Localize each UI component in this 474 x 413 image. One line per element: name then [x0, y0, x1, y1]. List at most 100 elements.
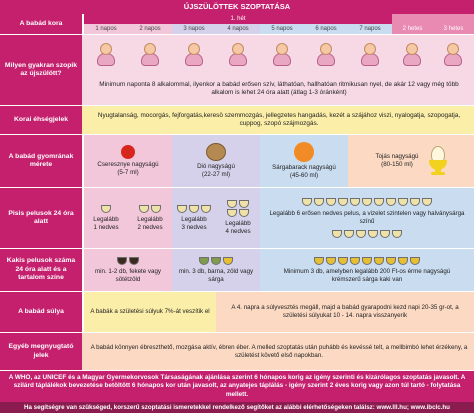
cherry-icon: [121, 145, 135, 160]
wet-count: 3 nedves: [181, 223, 207, 231]
wet-diaper-icon: [239, 208, 249, 217]
wet-diaper-icon: [139, 204, 149, 213]
wet-count-prefix: Legalább: [137, 215, 163, 223]
wet-diapers-label: Pisis pelusok 24 óra alatt: [0, 188, 82, 248]
apricot-icon: [294, 142, 314, 163]
page-title: ÚJSZÜLÖTTEK SZOPTATÁSA: [0, 0, 474, 14]
wet-diaper-icon: [356, 229, 366, 238]
stomach-size-name: Sárgabarack nagyságú: [272, 164, 336, 172]
wet-later-text: Legalább 6 erősen nedves pelus, a vizele…: [269, 210, 465, 225]
wet-count: 4 nedves: [225, 227, 251, 235]
wet-diaper-icon: [344, 229, 354, 238]
help-contacts: Ha segítségre van szükséged, korszerű sz…: [0, 402, 474, 413]
wet-count-prefix: Legalább: [93, 215, 119, 223]
dark-stool-diaper-icon: [117, 256, 127, 265]
yellow-stool-diaper-icon: [350, 256, 360, 265]
wet-diaper-icon: [410, 197, 420, 206]
stomach-volume: (5-7 ml): [117, 169, 139, 176]
wet-count-prefix: Legalább: [225, 220, 251, 228]
yellow-stool-diaper-icon: [326, 256, 336, 265]
dirty-day3-4: min. 3 db, barna, zöld vagy sárga: [172, 249, 260, 291]
wet-count: 2 nedves: [137, 223, 163, 231]
wet-diaper-icon: [101, 204, 111, 213]
wet-diaper-icon: [362, 197, 372, 206]
green-stool-diaper-icon: [211, 256, 221, 265]
nursing-baby-icon: [184, 43, 204, 67]
feeding-frequency-row: Milyen gyakran szopik az újszülött? Mini…: [0, 35, 474, 105]
egg-cup-icon: [428, 146, 447, 176]
wet-count-prefix: Legalább: [181, 215, 207, 223]
nursing-baby-icon: [402, 43, 422, 67]
wet-day3: Legalább 3 nedves: [172, 188, 216, 248]
nursing-baby-icon: [96, 43, 116, 67]
wet-diaper-icon: [227, 208, 237, 217]
stomach-size-name: Dió nagyságú: [197, 163, 235, 171]
yellow-stool-diaper-icon: [338, 256, 348, 265]
hunger-cues-text: Nyugtalanság, mocorgás, fejforgatás,kere…: [97, 112, 461, 127]
wet-diapers-row: Pisis pelusok 24 óra alatt Legalább 1 ne…: [0, 188, 474, 248]
wet-diaper-icon: [177, 204, 187, 213]
wet-diaper-icon: [189, 204, 199, 213]
day-3: 3 napos: [172, 24, 216, 34]
wet-diaper-icon: [227, 200, 237, 209]
dirty-diapers-row: Kakis pelusok száma 24 óra alatt és a ta…: [0, 249, 474, 291]
yellow-stool-diaper-icon: [386, 256, 396, 265]
yellow-stool-diaper-icon: [398, 256, 408, 265]
hunger-cues-label: Korai éhségjelek: [0, 106, 82, 134]
wet-diaper-icon: [422, 197, 432, 206]
wet-diaper-icon: [332, 229, 342, 238]
dirty-later-text: Minimum 3 db, amelyben legalább 200 Ft-o…: [283, 267, 451, 283]
age-header-row: A babád kora 1. hét 1 napos 2 napos 3 na…: [0, 14, 474, 34]
stomach-day3-4: Dió nagyságú (22-27 ml): [172, 135, 260, 187]
reassuring-signs-label: Egyéb megnyugtató jelek: [0, 333, 82, 370]
stomach-volume: (80-150 ml): [381, 161, 413, 168]
walnut-icon: [206, 143, 226, 162]
nursing-baby-icon: [228, 43, 248, 67]
yellow-stool-diaper-icon: [374, 256, 384, 265]
dark-stool-diaper-icon: [129, 256, 139, 265]
weight-later: A 4. napra a súlyvesztés megáll, majd a …: [216, 292, 474, 332]
weight-early: A babák a születési súlyuk 7%-át veszíti…: [84, 292, 216, 332]
nursing-baby-icon: [316, 43, 336, 67]
wet-day1: Legalább 1 nedves: [84, 188, 128, 248]
yellow-stool-diaper-icon: [410, 256, 420, 265]
yellow-stool-diaper-icon: [223, 256, 233, 265]
wet-diaper-icon: [326, 197, 336, 206]
weight-label: A babád súlya: [0, 292, 82, 332]
nursing-baby-icon: [443, 43, 463, 67]
stomach-size-row: A babád gyomrának mérete Cseresznye nagy…: [0, 135, 474, 187]
wet-diaper-icon: [239, 200, 249, 209]
day-1: 1 napos: [84, 24, 128, 34]
stomach-week2-3: Tojás nagyságú (80-150 ml): [348, 135, 474, 187]
dirty-diapers-label: Kakis pelusok száma 24 óra alatt és a ta…: [0, 249, 82, 291]
yellow-stool-diaper-icon: [314, 256, 324, 265]
stomach-day1-2: Cseresznye nagyságú (5-7 ml): [84, 135, 172, 187]
green-stool-diaper-icon: [199, 256, 209, 265]
wet-day2: Legalább 2 nedves: [128, 188, 172, 248]
dirty-day3-4-text: min. 3 db, barna, zöld vagy sárga: [178, 267, 254, 283]
dirty-later: Minimum 3 db, amelyben legalább 200 Ft-o…: [260, 249, 474, 291]
wet-diaper-icon: [374, 197, 384, 206]
wet-diaper-icon: [380, 229, 390, 238]
stomach-volume: (45-60 ml): [289, 172, 319, 179]
wet-diaper-icon: [151, 204, 161, 213]
who-recommendation: A WHO, az UNICEF és a Magyar Gyermekorvo…: [0, 371, 474, 402]
hunger-cues-row: Korai éhségjelek Nyugtalanság, mocorgás,…: [0, 106, 474, 134]
dirty-day1-2-text: min. 1-2 db, fekete vagy sötétzöld: [94, 267, 162, 283]
age-row-label: A babád kora: [0, 14, 82, 34]
yellow-stool-diaper-icon: [362, 256, 372, 265]
wet-diaper-icon: [338, 197, 348, 206]
wet-diaper-icon: [201, 204, 211, 213]
wet-count: 1 nedves: [93, 223, 119, 231]
stomach-day5-7: Sárgabarack nagyságú (45-60 ml): [260, 135, 348, 187]
nursing-baby-icon: [272, 43, 292, 67]
wet-diaper-icon: [350, 197, 360, 206]
reassuring-signs-text: A babád könnyen ébreszthető, mozgása akt…: [90, 343, 468, 359]
wet-diaper-icon: [386, 197, 396, 206]
week-two-header-bg: [392, 14, 433, 24]
nursing-baby-icon: [140, 43, 160, 67]
week-one-header: 1. hét: [84, 14, 392, 24]
week-three: 3 hetes: [433, 24, 474, 34]
wet-diaper-icon: [302, 197, 312, 206]
stomach-size-name: Cseresznye nagyságú: [97, 161, 159, 169]
